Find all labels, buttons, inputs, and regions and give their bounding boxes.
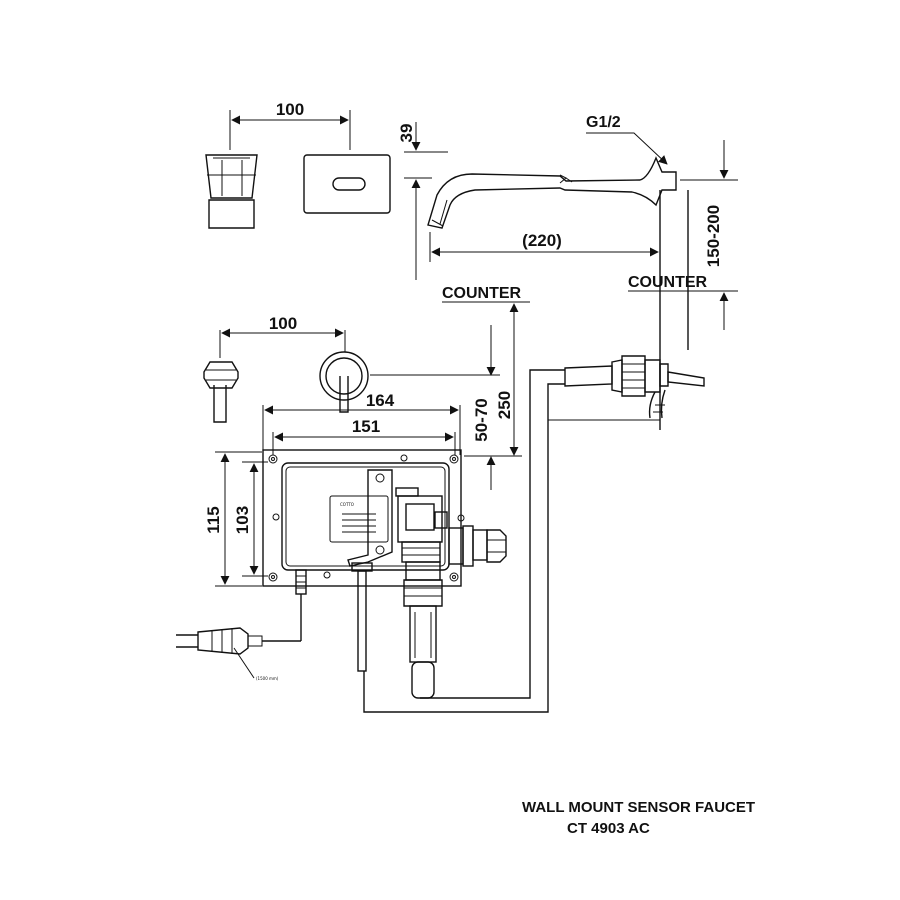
dim-spout-reach: (220)	[522, 231, 562, 250]
dim-39: 39	[397, 124, 416, 143]
handle-views: 100	[203, 314, 369, 423]
dim-depth-250: 250	[495, 391, 514, 419]
svg-text:COTTO: COTTO	[340, 502, 354, 507]
dim-top-spacing: 100	[276, 100, 304, 119]
dim-depth-50-70: 50-70	[472, 398, 491, 441]
title-line-1: WALL MOUNT SENSOR FAUCET	[522, 799, 755, 816]
dim-handle-spacing: 100	[269, 314, 297, 333]
thread-label: G1/2	[586, 114, 621, 131]
top-front-view: 100	[205, 100, 391, 229]
title-line-2: CT 4903 AC	[567, 820, 650, 837]
dim-box-inner-height: 103	[233, 506, 252, 534]
dim-box-outer-height: 115	[204, 506, 223, 533]
counter-depth-section: COUNTER 250 50-70	[370, 285, 530, 490]
cable-note: (1500 mm)	[256, 676, 279, 681]
counter-label-left: COUNTER	[442, 285, 522, 302]
title-block: WALL MOUNT SENSOR FAUCET CT 4903 AC	[522, 799, 755, 837]
sensor-plate-front-view	[303, 154, 391, 214]
counter-label-right: COUNTER	[628, 274, 708, 291]
dim-box-inner-width: 151	[352, 417, 380, 436]
spout-front-view	[205, 154, 258, 229]
dim-box-outer-width: 164	[366, 391, 395, 410]
dim-spout-height: 150-200	[704, 205, 723, 267]
wall-section	[564, 190, 705, 430]
control-box: 164 151 115 103 COTTO	[176, 391, 507, 699]
water-supply-lines	[363, 369, 660, 713]
